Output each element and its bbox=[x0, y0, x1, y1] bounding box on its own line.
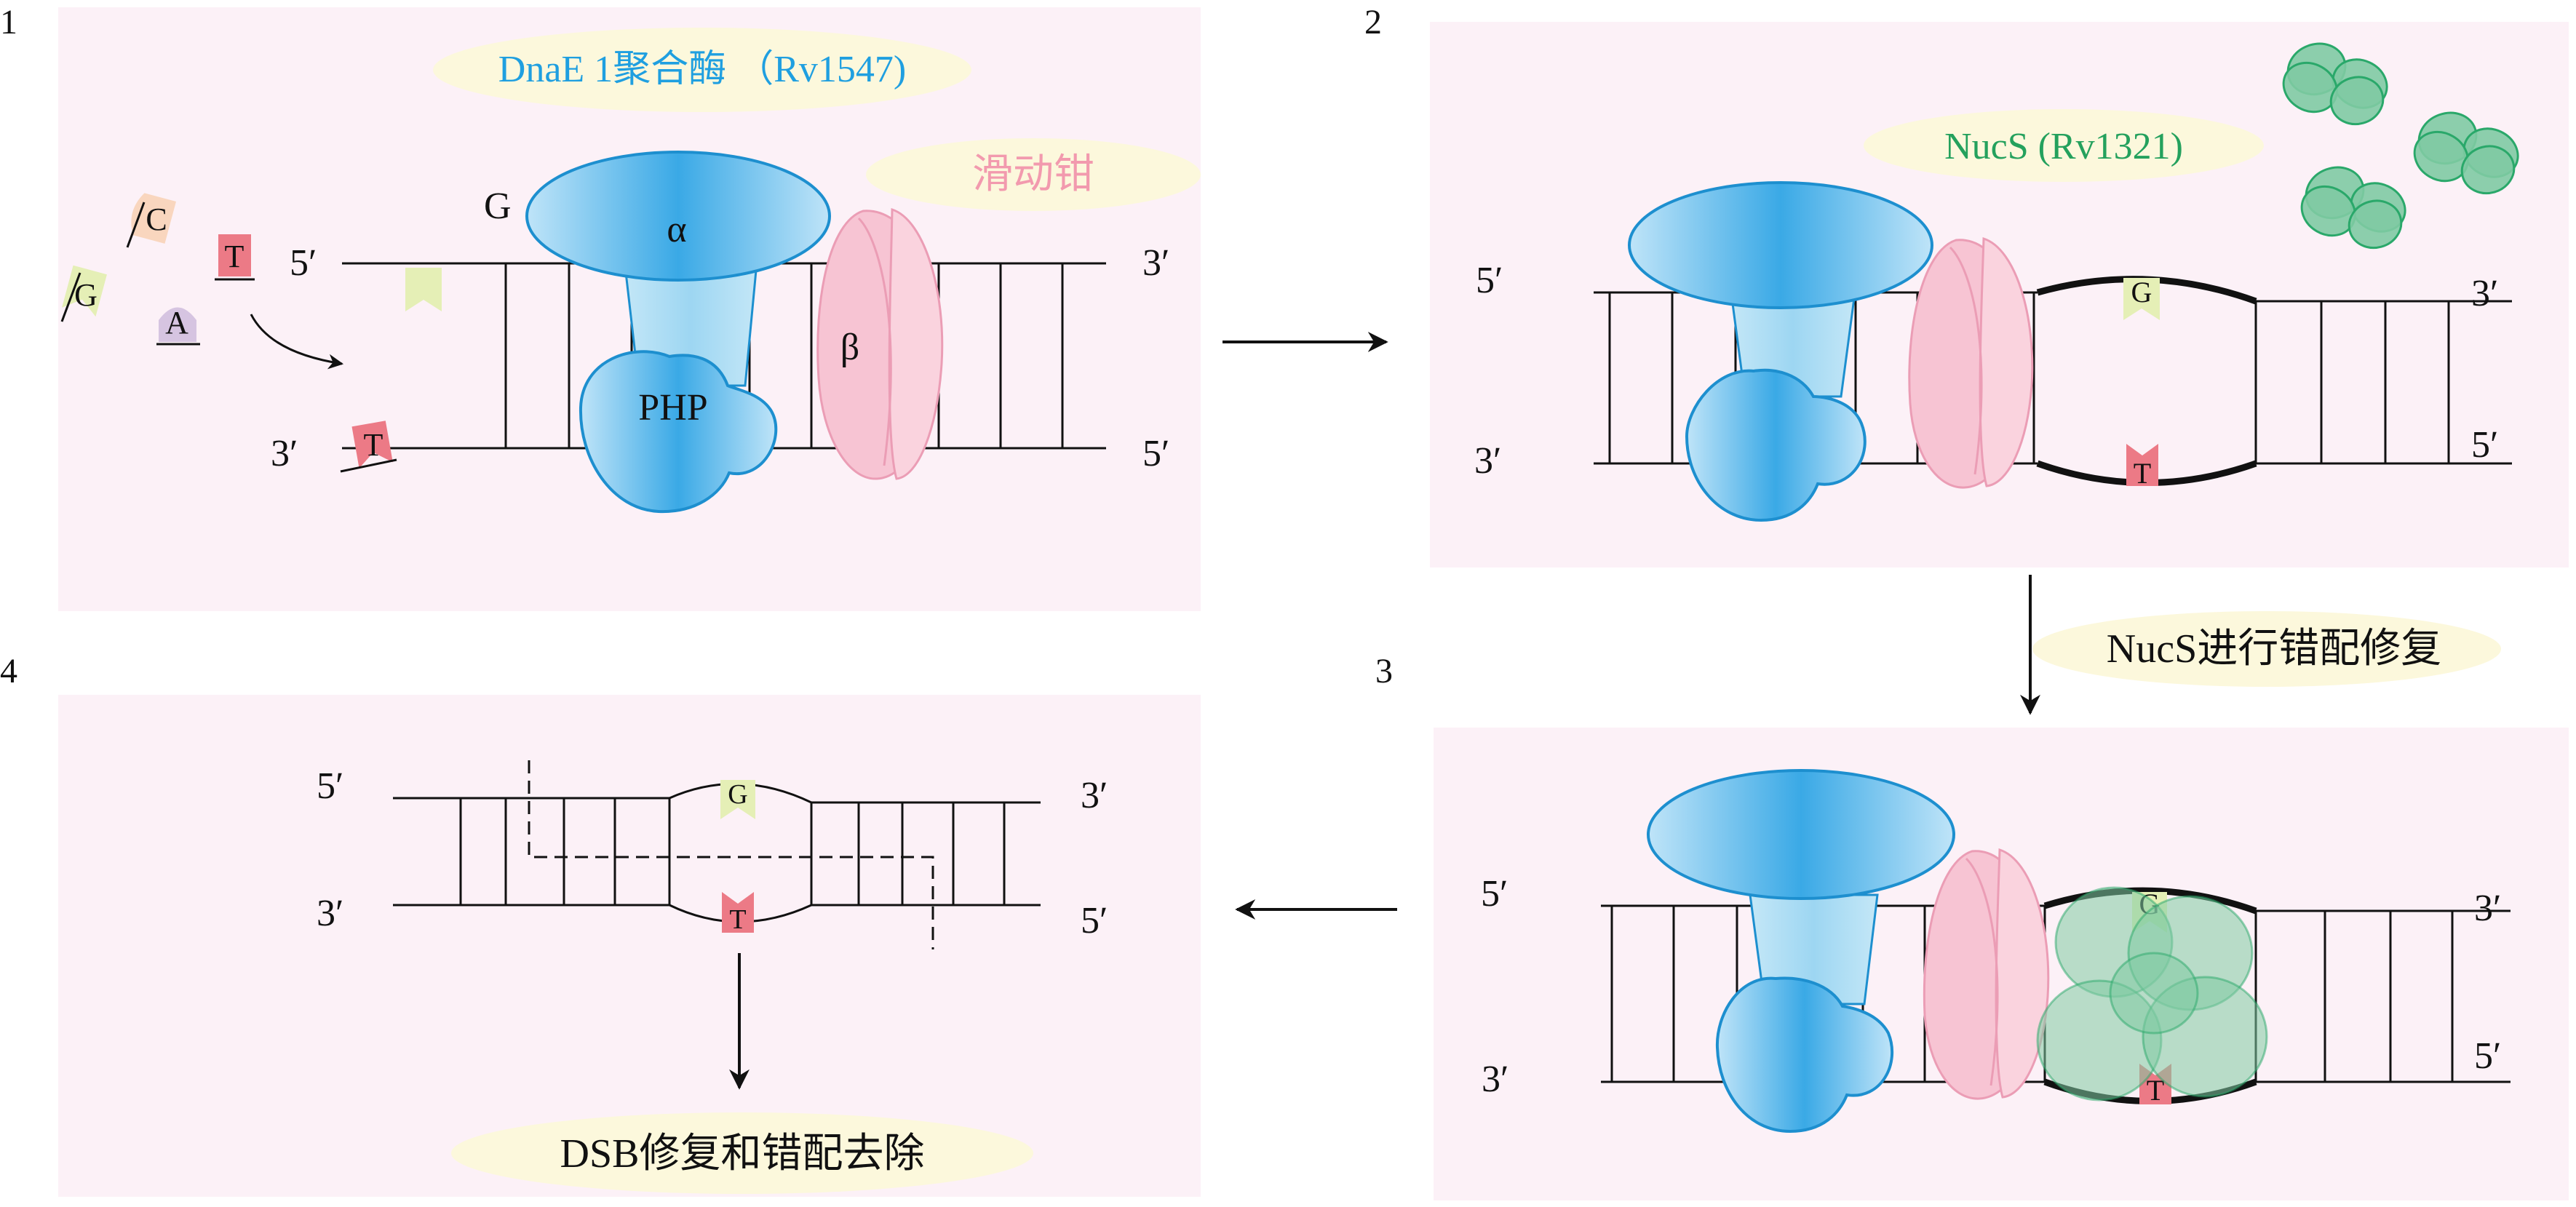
free-nucleotide-t: T bbox=[215, 234, 255, 281]
top-5prime-label: 5′ bbox=[290, 242, 317, 284]
svg-text:G: G bbox=[728, 779, 747, 810]
panel-2: NucS (Rv1321) G T 5′ 3′ 3′ bbox=[1474, 34, 2527, 522]
svg-text:C: C bbox=[146, 202, 167, 237]
bottom-5prime-label: 5′ bbox=[1081, 900, 1108, 941]
step-label-highlight bbox=[2032, 611, 2501, 687]
alpha-domain bbox=[1647, 769, 1955, 900]
bottom-3prime-label: 3′ bbox=[271, 433, 298, 474]
nucs-lobe bbox=[2109, 952, 2199, 1035]
panel-4: G T 5′ 3′ 3′ 5′ DSB修复和错配去除 bbox=[317, 760, 1108, 1194]
svg-text:T: T bbox=[364, 427, 383, 463]
panel-4-background bbox=[58, 695, 1201, 1197]
top-5prime-label: 5′ bbox=[317, 765, 343, 807]
svg-text:T: T bbox=[225, 239, 245, 274]
alpha-domain bbox=[525, 151, 831, 282]
bottom-5prime-label: 5′ bbox=[2471, 424, 2498, 466]
beta-clamp bbox=[1923, 848, 2050, 1100]
panel-4-number: 4 bbox=[0, 652, 17, 690]
bottom-3prime-label: 3′ bbox=[1474, 440, 1501, 482]
php-domain bbox=[1715, 976, 1894, 1134]
svg-text:G: G bbox=[74, 277, 98, 313]
top-5prime-label: 5′ bbox=[1476, 260, 1503, 301]
panel-3-number: 3 bbox=[1375, 652, 1393, 690]
result-label-highlight bbox=[451, 1112, 1033, 1194]
clamp-label: 滑动钳 bbox=[972, 152, 1094, 197]
mismatch-t: T bbox=[2126, 444, 2158, 490]
nucs-label: NucS (Rv1321) bbox=[1944, 126, 2183, 167]
panel-1-number: 1 bbox=[0, 3, 17, 41]
clamp-label-highlight bbox=[866, 138, 1201, 211]
template-guanine bbox=[405, 268, 442, 311]
mismatch-g: G bbox=[720, 779, 755, 819]
php-label: PHP bbox=[638, 387, 707, 429]
free-nucleotide-a: A bbox=[156, 305, 200, 346]
bottom-3prime-label: 3′ bbox=[317, 893, 343, 934]
nucs-bound-to-mismatch bbox=[2036, 886, 2268, 1102]
beta-label: β bbox=[840, 327, 859, 368]
panel-1: DnaE 1聚合酶 （Rv1547) 滑动钳 5′ 3′ 3′ 5′ G G C bbox=[60, 28, 1201, 514]
beta-clamp: β bbox=[816, 207, 944, 480]
panel-2-number: 2 bbox=[1364, 3, 1382, 41]
dnae1-polymerase: α PHP bbox=[525, 151, 831, 514]
nucs-label-highlight bbox=[1864, 109, 2264, 182]
alpha-label: α bbox=[667, 209, 686, 250]
free-nucleotide-c: C bbox=[126, 193, 176, 248]
nucleotide-incorporation-arrow bbox=[250, 314, 344, 370]
top-3prime-label: 3′ bbox=[1142, 242, 1169, 284]
top-3prime-label: 3′ bbox=[2474, 888, 2501, 929]
top-3prime-label: 3′ bbox=[2471, 273, 2498, 314]
top-5prime-label: 5′ bbox=[1481, 873, 1508, 915]
double-strand-break-path bbox=[528, 760, 934, 949]
svg-text:A: A bbox=[165, 305, 188, 340]
php-domain bbox=[579, 350, 778, 514]
mismatch-bubble-top bbox=[2043, 887, 2257, 915]
step-label-nucs-repair: NucS进行错配修复 bbox=[2107, 626, 2441, 672]
bottom-5prime-label: 5′ bbox=[1142, 433, 1169, 474]
mismatch-g: G bbox=[2123, 276, 2160, 320]
dnae1-polymerase bbox=[1647, 769, 1955, 1134]
svg-text:G: G bbox=[2131, 276, 2152, 308]
panel-3: G T 5′ 3′ 3′ 5′ bbox=[1481, 769, 2511, 1134]
beta-clamp bbox=[1908, 236, 2034, 489]
polymerase-label-highlight bbox=[433, 28, 971, 112]
php-domain bbox=[1685, 368, 1867, 522]
base-pair-rungs bbox=[459, 798, 1006, 905]
top-3prime-label: 3′ bbox=[1081, 775, 1108, 816]
alpha-domain bbox=[1628, 181, 1933, 309]
free-nucleotide-g: G bbox=[60, 265, 107, 322]
mismatch-t: T bbox=[722, 892, 754, 935]
svg-text:T: T bbox=[2134, 457, 2151, 490]
result-label: DSB修复和错配去除 bbox=[560, 1131, 925, 1176]
polymerase-label: DnaE 1聚合酶 （Rv1547) bbox=[498, 49, 906, 90]
bottom-5prime-label: 5′ bbox=[2474, 1035, 2501, 1077]
template-base-label: G bbox=[484, 186, 512, 227]
svg-text:T: T bbox=[729, 904, 746, 935]
bottom-3prime-label: 3′ bbox=[1482, 1059, 1508, 1100]
incoming-nucleotide-t: T bbox=[340, 421, 397, 473]
dnae1-polymerase bbox=[1628, 181, 1933, 522]
